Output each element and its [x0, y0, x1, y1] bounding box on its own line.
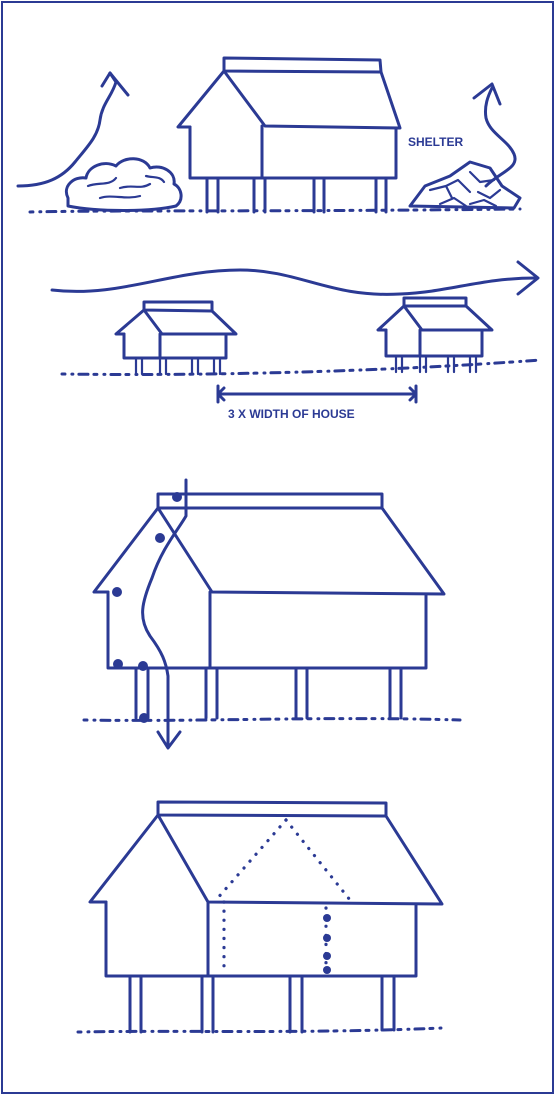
- vent-hole: [112, 587, 122, 597]
- dotted-marker: [323, 952, 331, 960]
- panel-spacing: 3 X WIDTH OF HOUSE: [52, 262, 540, 421]
- vent-hole: [139, 713, 149, 723]
- bush: [66, 159, 181, 211]
- house-interior: [90, 802, 442, 1032]
- panel-ventilation: [84, 480, 460, 748]
- wind-arrow-right: [474, 84, 515, 186]
- dotted-marker: [323, 914, 331, 922]
- spacing-label: 3 X WIDTH OF HOUSE: [228, 407, 355, 421]
- rock-pile: [410, 162, 520, 208]
- vent-hole: [172, 492, 182, 502]
- dimension-marker: [218, 386, 416, 402]
- wind-arrow-wavy: [52, 262, 538, 294]
- vent-hole: [138, 661, 148, 671]
- house-small-right: [378, 298, 492, 372]
- shelter-label: SHELTER: [408, 135, 463, 149]
- panel-shelter: SHELTER: [18, 58, 520, 212]
- house-ventilation: [94, 494, 444, 718]
- ground-line: [78, 1028, 442, 1032]
- dotted-marker: [323, 966, 331, 974]
- dotted-marker: [323, 934, 331, 942]
- dotted-outline: [216, 820, 350, 974]
- ground-line: [62, 360, 540, 374]
- panel-interior: [78, 802, 442, 1032]
- vent-hole: [113, 659, 123, 669]
- vent-hole: [155, 533, 165, 543]
- wind-arrow-left: [18, 73, 128, 186]
- house-large: [178, 58, 400, 212]
- house-small-left: [116, 302, 236, 374]
